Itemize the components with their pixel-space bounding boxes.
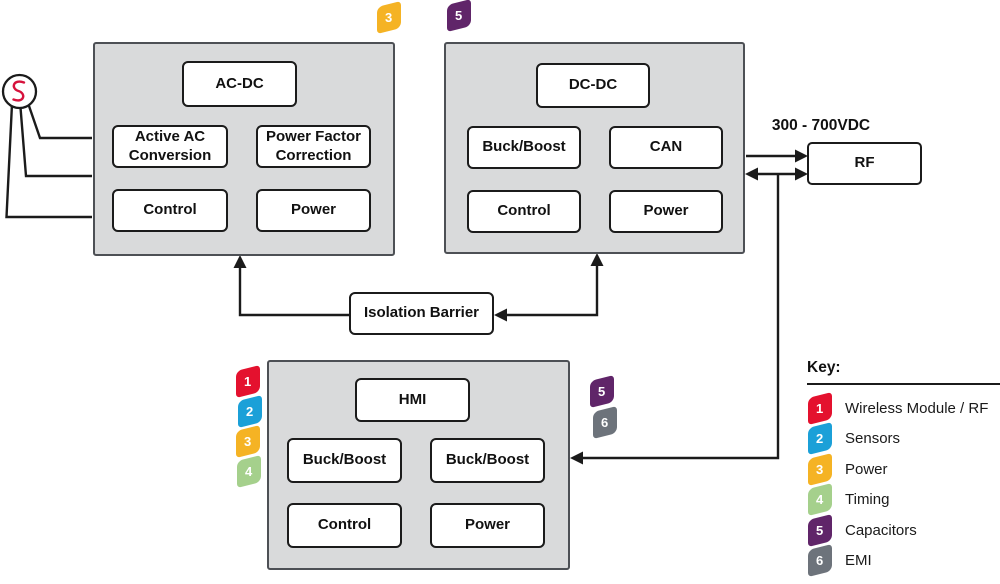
legend-item-wireless: 1 Wireless Module / RF (807, 391, 1000, 425)
arrowhead-into-dcdc-bottom (590, 253, 604, 266)
ac-leg-1 (27, 104, 92, 140)
block-dc-dc: DC-DC Buck/Boost CAN Control Power (444, 42, 745, 254)
legend-badge-1: 1 (808, 391, 832, 425)
badge-number: 2 (246, 404, 254, 420)
badge-number: 6 (601, 415, 609, 431)
arrowhead-into-acdc-bottom (233, 255, 247, 268)
bus-voltage-label: 300 - 700VDC (771, 117, 871, 134)
ac-leg-3 (5, 103, 92, 219)
legend-label: EMI (845, 552, 872, 570)
badge-number: 5 (598, 384, 606, 400)
badge-number: 1 (244, 374, 252, 390)
box-acdc-control: Control (112, 189, 228, 232)
legend-item-emi: 6 EMI (807, 544, 1000, 578)
box-active-ac-conversion: Active AC Conversion (112, 125, 228, 168)
legend-label: Sensors (845, 430, 901, 448)
legend-badge-6: 6 (808, 544, 832, 578)
wire-isolation-to-acdc (238, 266, 350, 317)
arrowhead-into-isolation (494, 308, 507, 322)
box-dcdc-can: CAN (609, 126, 723, 169)
block-ac-dc: AC-DC Active AC Conversion Power Factor … (93, 42, 395, 256)
badge-number: 4 (245, 464, 253, 480)
wire-bus-to-hmi (581, 174, 780, 460)
arrowhead-into-hmi (570, 451, 583, 465)
box-dcdc-power: Power (609, 190, 723, 233)
badge-number: 3 (244, 434, 252, 450)
box-dcdc-buck-boost: Buck/Boost (467, 126, 581, 169)
box-rf: RF (807, 142, 922, 185)
ac-source-icon (1, 73, 38, 110)
legend-divider (807, 383, 1000, 385)
badge-number: 3 (385, 10, 393, 26)
legend-item-sensors: 2 Sensors (807, 422, 1000, 456)
arrowhead-into-rf-top (795, 149, 808, 163)
box-hmi-power: Power (430, 503, 545, 548)
box-ac-dc-title: AC-DC (182, 61, 297, 107)
legend-badge-3: 3 (808, 452, 832, 486)
arrowhead-into-dcdc-right (745, 167, 758, 181)
legend-badge-5: 5 (808, 513, 832, 547)
legend-item-capacitors: 5 Capacitors (807, 513, 1000, 547)
box-hmi-control: Control (287, 503, 402, 548)
box-hmi-buck-boost-2: Buck/Boost (430, 438, 545, 483)
legend: Key: 1 Wireless Module / RF 2 Sensors 3 … (807, 359, 1000, 578)
legend-item-power: 3 Power (807, 452, 1000, 486)
box-dc-dc-title: DC-DC (536, 63, 650, 108)
box-power-factor-correction: Power Factor Correction (256, 125, 371, 168)
legend-title: Key: (807, 359, 841, 376)
ac-leg-2 (19, 107, 92, 178)
legend-label: Power (845, 460, 888, 478)
legend-badge-2: 2 (808, 422, 832, 456)
box-dcdc-control: Control (467, 190, 581, 233)
wire-isolation-to-dcdc (503, 264, 599, 317)
box-isolation-barrier: Isolation Barrier (349, 292, 494, 335)
legend-item-timing: 4 Timing (807, 483, 1000, 517)
box-acdc-power: Power (256, 189, 371, 232)
badge-number: 5 (455, 8, 463, 24)
legend-label: Wireless Module / RF (845, 399, 989, 417)
box-hmi-title: HMI (355, 378, 470, 422)
block-hmi: HMI Buck/Boost Buck/Boost Control Power (267, 360, 570, 570)
legend-badge-4: 4 (808, 483, 832, 517)
box-hmi-buck-boost-1: Buck/Boost (287, 438, 402, 483)
arrowhead-into-rf-bottom (795, 167, 808, 181)
legend-label: Timing (845, 491, 890, 509)
sine-glyph (12, 80, 26, 102)
legend-label: Capacitors (845, 521, 917, 539)
